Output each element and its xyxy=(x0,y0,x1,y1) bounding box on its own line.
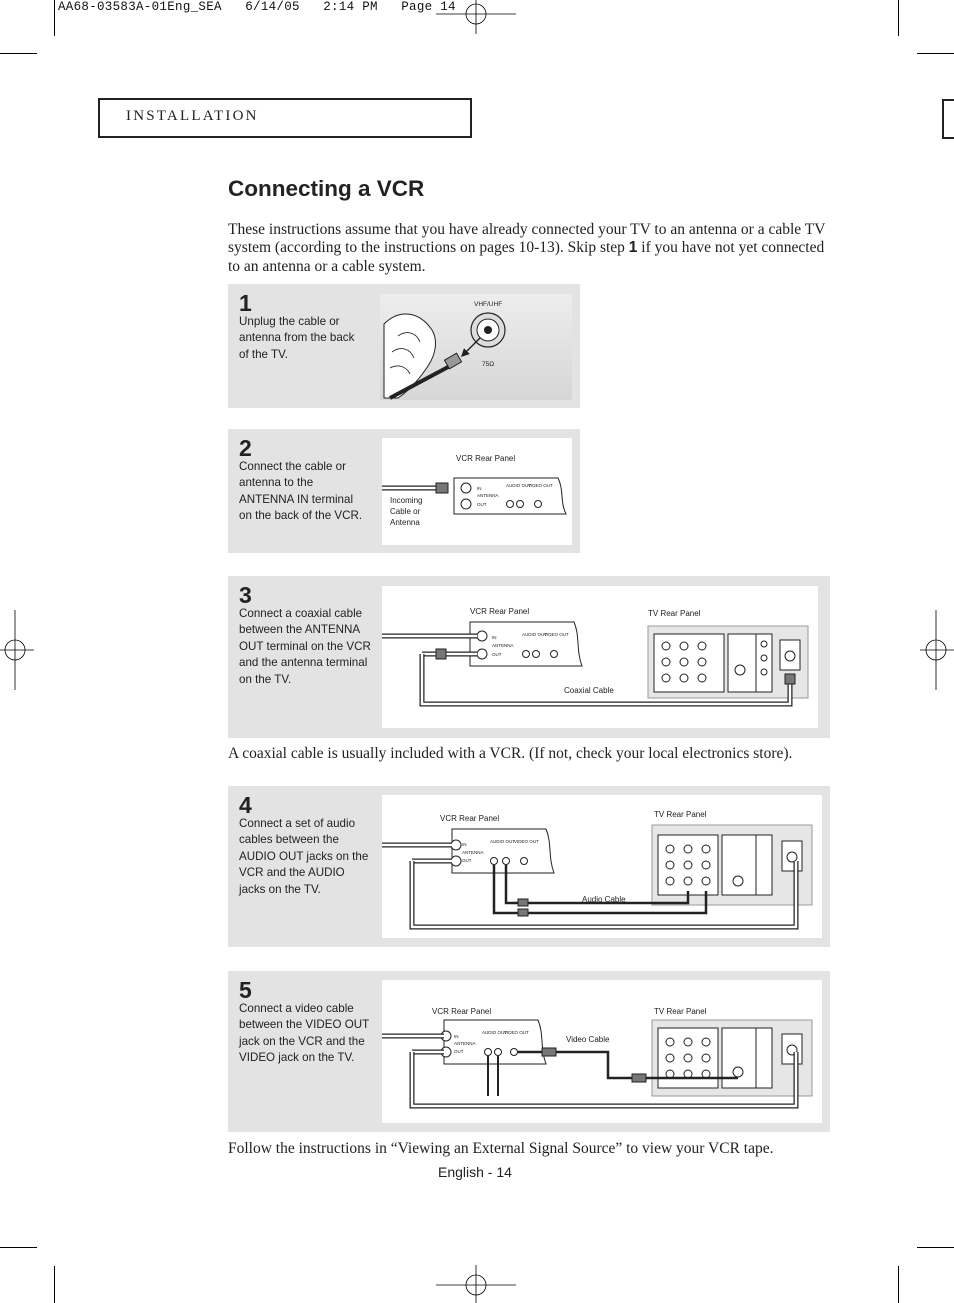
step-instruction: Connect the cable or antenna to the ANTE… xyxy=(239,460,363,523)
section-title: INSTALLATION xyxy=(126,108,259,124)
vcr-out-label: OUT xyxy=(477,502,487,507)
step-4-panel: 4 Connect a set of audio cables between … xyxy=(228,786,830,947)
vcr-antenna-label: ANTENNA xyxy=(462,850,484,855)
step-3-panel: 3 Connect a coaxial cable between the AN… xyxy=(228,576,830,738)
step-instruction: Unplug the cable or antenna from the bac… xyxy=(239,315,355,361)
vcr-rear-panel-label: VCR Rear Panel xyxy=(432,1007,491,1016)
vcr-audio-out-label: AUDIO OUT xyxy=(490,839,515,844)
step-5-illustration: VCR Rear Panel TV Rear Panel IN ANTENNA … xyxy=(382,980,822,1123)
vcr-in-label: IN xyxy=(477,486,482,491)
vcr-out-label: OUT xyxy=(454,1049,464,1054)
vcr-audio-out-label: AUDIO OUT xyxy=(506,483,531,488)
cable-label: Video Cable xyxy=(566,1035,610,1044)
vcr-video-out-label: VIDEO OUT xyxy=(528,483,553,488)
page-title: Connecting a VCR xyxy=(228,176,425,201)
vcr-video-out-label: VIDEO OUT xyxy=(544,632,569,637)
vcr-audio-out-label: AUDIO OUT xyxy=(522,632,547,637)
section-header-box xyxy=(98,98,472,138)
follow-note: Follow the instructions in “Viewing an E… xyxy=(228,1140,774,1157)
tv-rear-panel-label: TV Rear Panel xyxy=(654,810,707,819)
vcr-antenna-label: ANTENNA xyxy=(454,1041,476,1046)
vcr-antenna-label: ANTENNA xyxy=(492,643,514,648)
vcr-video-out-label: VIDEO OUT xyxy=(504,1030,529,1035)
step-instruction: Connect a set of audio cables between th… xyxy=(239,817,369,896)
cable-label: Audio Cable xyxy=(582,895,626,904)
vcr-in-label: IN xyxy=(462,842,467,847)
vcr-in-label: IN xyxy=(492,635,497,640)
incoming-label-1: Incoming xyxy=(390,496,422,505)
page-footer: English - 14 xyxy=(438,1164,512,1180)
vcr-antenna-label: ANTENNA xyxy=(477,493,499,498)
step-number: 3 xyxy=(239,582,252,608)
step-3-illustration: VCR Rear Panel TV Rear Panel IN ANTENNA … xyxy=(382,586,818,728)
registration-mark-bottom xyxy=(436,1265,516,1303)
intro-step-ref: 1 xyxy=(628,239,638,257)
vcr-rear-panel-label: VCR Rear Panel xyxy=(440,814,499,823)
incoming-label-3: Antenna xyxy=(390,518,420,527)
vcr-out-label: OUT xyxy=(492,652,502,657)
thumb-tab xyxy=(942,99,954,139)
vcr-out-label: OUT xyxy=(462,858,472,863)
step-2-panel: 2 Connect the cable or antenna to the AN… xyxy=(228,429,580,553)
registration-mark-right xyxy=(920,610,954,690)
ohm-label: 75Ω xyxy=(482,361,494,368)
cable-label: Coaxial Cable xyxy=(564,686,614,695)
step-instruction: Connect a coaxial cable between the ANTE… xyxy=(239,607,371,686)
print-slug-line: AA68-03583A-01Eng_SEA 6/14/05 2:14 PM Pa… xyxy=(58,0,456,14)
step-1-panel: 1 Unplug the cable or antenna from the b… xyxy=(228,284,580,408)
step-instruction: Connect a video cable between the VIDEO … xyxy=(239,1002,369,1065)
vcr-rear-panel-label: VCR Rear Panel xyxy=(456,454,515,463)
incoming-label-2: Cable or xyxy=(390,507,421,516)
step-1-illustration: VHF/UHF 75Ω xyxy=(380,294,572,400)
tv-rear-panel-label: TV Rear Panel xyxy=(648,609,701,618)
coax-note: A coaxial cable is usually included with… xyxy=(228,745,793,762)
vcr-audio-out-label: AUDIO OUT xyxy=(482,1030,507,1035)
unplug-cable-illustration: VHF/UHF 75Ω xyxy=(383,301,506,400)
tv-rear-panel-label: TV Rear Panel xyxy=(654,1007,707,1016)
vcr-rear-panel-label: VCR Rear Panel xyxy=(470,607,529,616)
intro-paragraph: These instructions assume that you have … xyxy=(228,221,840,276)
intro-text-end: if you have not yet connected to an ante… xyxy=(228,239,825,275)
step-number: 2 xyxy=(239,435,252,461)
vcr-in-label: IN xyxy=(454,1034,459,1039)
step-4-illustration: VCR Rear Panel TV Rear Panel IN ANTENNA … xyxy=(382,795,822,938)
step-5-panel: 5 Connect a video cable between the VIDE… xyxy=(228,971,830,1132)
registration-mark-left xyxy=(0,610,34,690)
intro-text-start: These instructions assume that you have … xyxy=(228,221,826,257)
vhf-uhf-label: VHF/UHF xyxy=(474,301,502,308)
step-2-illustration: VCR Rear Panel IN ANTENNA OUT AUDIO OUT … xyxy=(382,438,572,545)
step-number: 1 xyxy=(239,290,252,316)
step-number: 4 xyxy=(239,792,252,818)
step-number: 5 xyxy=(239,977,252,1003)
registration-mark-top xyxy=(436,0,516,34)
vcr-video-out-label: VIDEO OUT xyxy=(514,839,539,844)
